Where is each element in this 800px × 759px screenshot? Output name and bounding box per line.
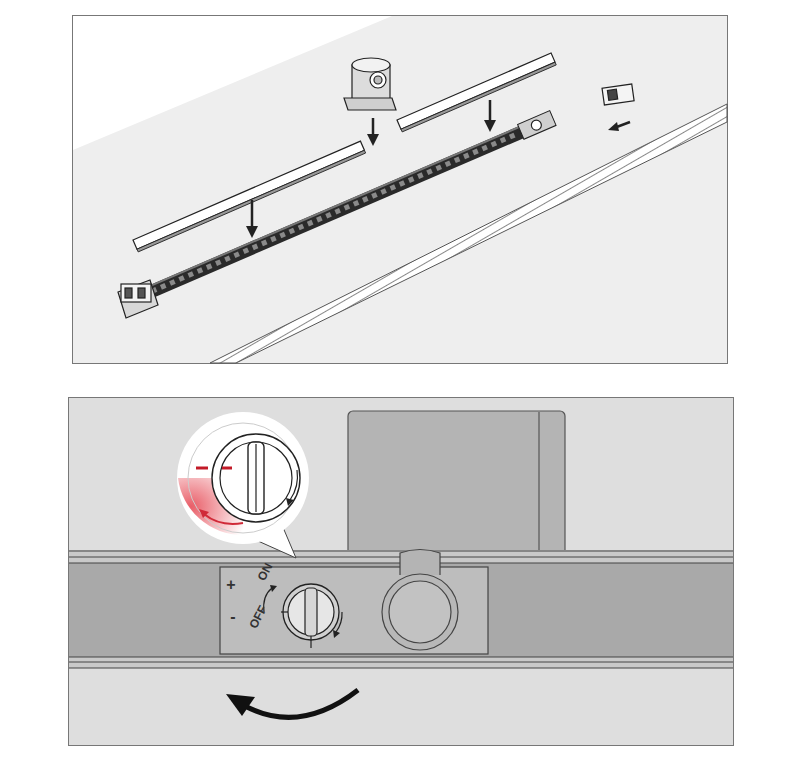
dial-label: - xyxy=(230,609,235,625)
dial-label: + xyxy=(226,577,235,593)
